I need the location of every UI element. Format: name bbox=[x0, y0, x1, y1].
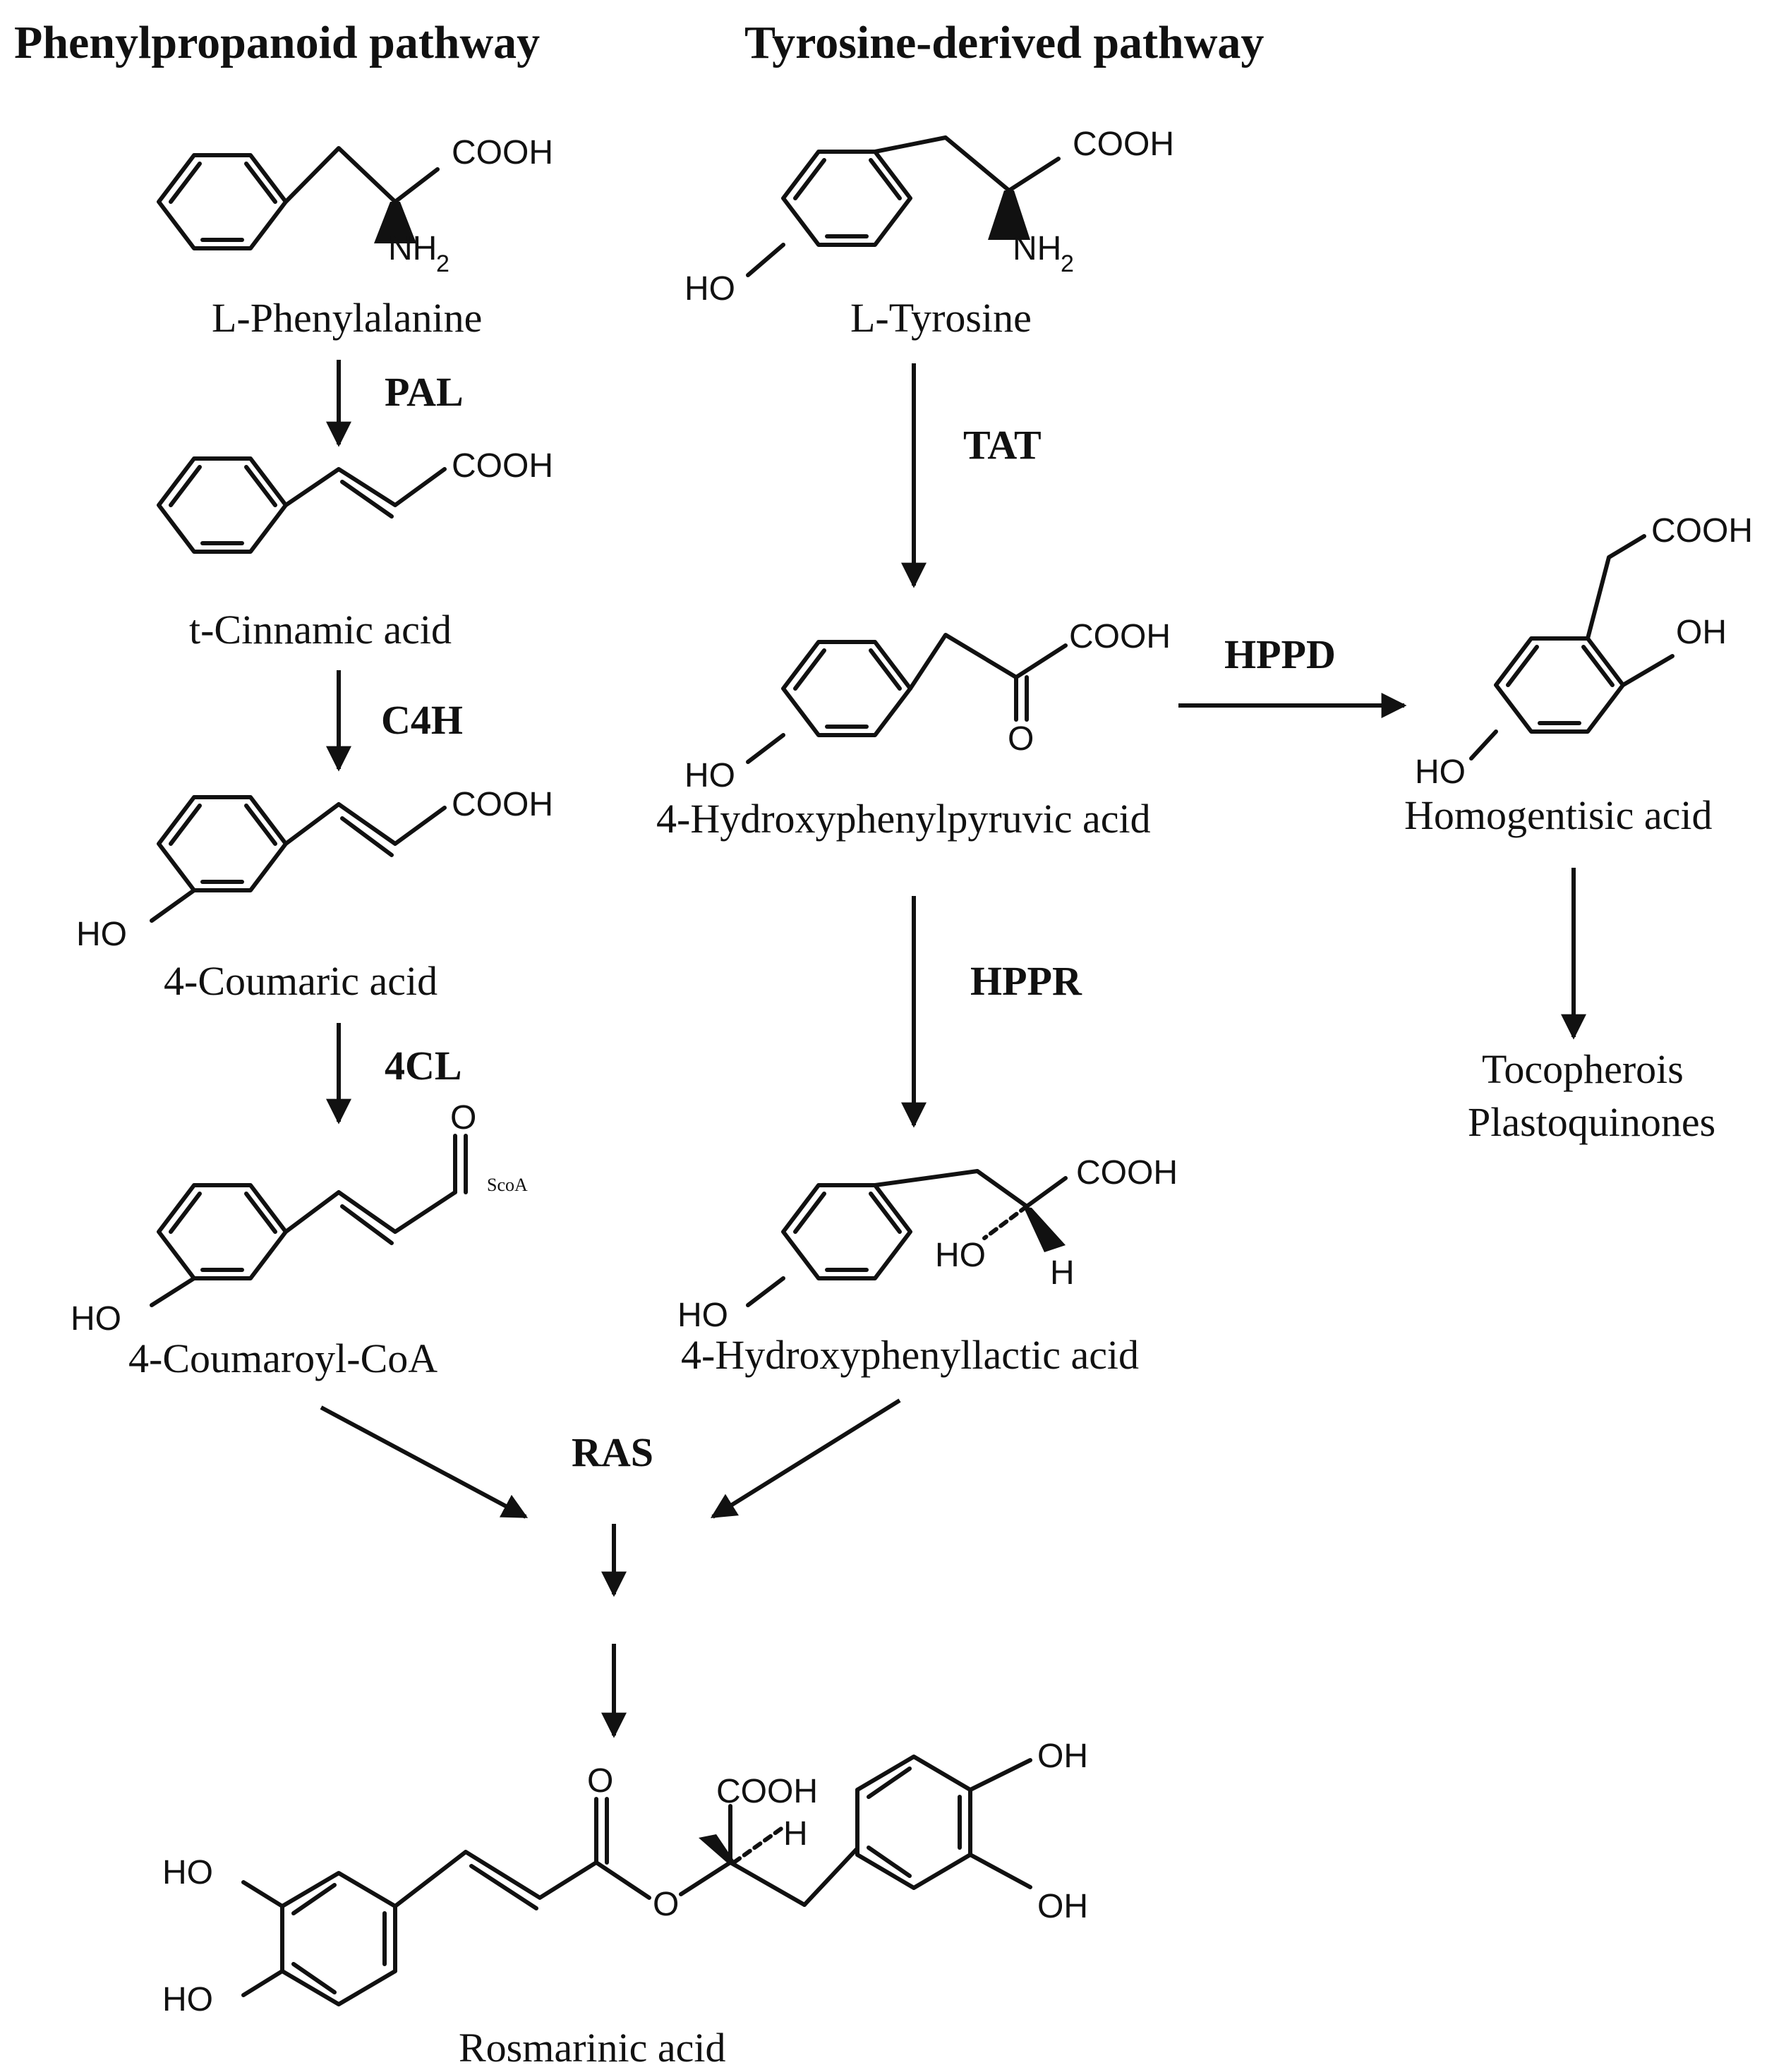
nh2-subscript: 2 bbox=[1061, 250, 1074, 277]
o-label: O bbox=[450, 1099, 476, 1137]
ho-label: HO bbox=[162, 1854, 213, 1891]
compound-l-phenylalanine: L-Phenylalanine bbox=[212, 295, 482, 341]
t-cinnamic-acid-structure: COOH bbox=[157, 447, 553, 554]
title-tyrosine-derived: Tyrosine-derived pathway bbox=[744, 17, 1264, 68]
oh-label: OH bbox=[1037, 1888, 1088, 1925]
nh2-label: NH bbox=[388, 230, 437, 267]
enzyme-ras: RAS bbox=[572, 1429, 653, 1475]
cooh-label: COOH bbox=[452, 447, 553, 485]
l-tyrosine-structure: COOH NH 2 HO bbox=[684, 126, 1174, 308]
arrow-ras-left bbox=[320, 1405, 529, 1519]
4-hydroxyphenylpyruvic-acid-structure: COOH O HO bbox=[684, 618, 1171, 794]
scoa-label: ScoA bbox=[487, 1175, 528, 1195]
ho-label: HO bbox=[684, 270, 735, 308]
ho-label: HO bbox=[76, 916, 127, 953]
cooh-label: COOH bbox=[716, 1773, 818, 1810]
4-coumaroyl-coa-structure: O ScoA HO bbox=[71, 1099, 528, 1338]
o-label: O bbox=[587, 1762, 613, 1800]
ho-label: HO bbox=[71, 1300, 121, 1338]
enzyme-tat: TAT bbox=[963, 422, 1042, 468]
4-hydroxyphenyllactic-acid-structure: COOH HO H HO bbox=[677, 1154, 1178, 1334]
compound-4-coumaroyl-coa: 4-Coumaroyl-CoA bbox=[128, 1335, 438, 1381]
compound-homogentisic-acid: Homogentisic acid bbox=[1404, 792, 1713, 838]
nh2-label: NH bbox=[1013, 230, 1061, 267]
enzyme-c4h: C4H bbox=[381, 697, 463, 743]
enzyme-hppr: HPPR bbox=[970, 958, 1082, 1004]
ho-label: HO bbox=[684, 757, 735, 794]
cooh-label: COOH bbox=[452, 134, 553, 171]
compound-tocopherols: Tocopherois bbox=[1482, 1046, 1684, 1092]
ho-label: HO bbox=[1415, 753, 1466, 791]
cooh-label: COOH bbox=[1069, 618, 1171, 655]
homogentisic-acid-structure: COOH OH HO bbox=[1415, 512, 1753, 791]
title-phenylpropanoid: Phenylpropanoid pathway bbox=[14, 17, 540, 68]
compound-t-cinnamic-acid: t-Cinnamic acid bbox=[189, 607, 452, 653]
cooh-label: COOH bbox=[452, 786, 553, 823]
oh-label: OH bbox=[1676, 614, 1727, 651]
o-label: O bbox=[653, 1886, 679, 1923]
h-label: H bbox=[1050, 1254, 1075, 1292]
compound-rosmarinic-acid: Rosmarinic acid bbox=[459, 2025, 726, 2071]
o-label: O bbox=[1008, 720, 1034, 758]
h-label: H bbox=[783, 1815, 808, 1853]
nh2-subscript: 2 bbox=[436, 250, 449, 277]
cooh-label: COOH bbox=[1073, 126, 1174, 163]
enzyme-pal: PAL bbox=[385, 369, 464, 415]
ho-label: HO bbox=[677, 1297, 728, 1334]
cooh-label: COOH bbox=[1651, 512, 1753, 550]
l-phenylalanine-structure: COOH NH 2 bbox=[157, 134, 553, 277]
arrow-ras-right bbox=[710, 1398, 901, 1519]
enzyme-4cl: 4CL bbox=[385, 1043, 462, 1089]
enzyme-hppd: HPPD bbox=[1224, 631, 1336, 677]
ho-label: HO bbox=[162, 1981, 213, 2018]
cooh-label: COOH bbox=[1076, 1154, 1178, 1192]
rosmarinic-acid-structure: HO HO O O COOH H OH OH bbox=[162, 1738, 1088, 2018]
compound-plastoquinones: Plastoquinones bbox=[1468, 1099, 1715, 1145]
compound-l-tyrosine: L-Tyrosine bbox=[850, 295, 1032, 341]
oh-label: OH bbox=[1037, 1738, 1088, 1775]
compound-4-hydroxyphenyllactic-acid: 4-Hydroxyphenyllactic acid bbox=[681, 1332, 1139, 1378]
4-coumaric-acid-structure: COOH HO bbox=[76, 786, 553, 953]
compound-4-hydroxyphenylpyruvic-acid: 4-Hydroxyphenylpyruvic acid bbox=[656, 796, 1151, 842]
compound-4-coumaric-acid: 4-Coumaric acid bbox=[164, 958, 438, 1004]
ho-label: HO bbox=[935, 1237, 986, 1274]
